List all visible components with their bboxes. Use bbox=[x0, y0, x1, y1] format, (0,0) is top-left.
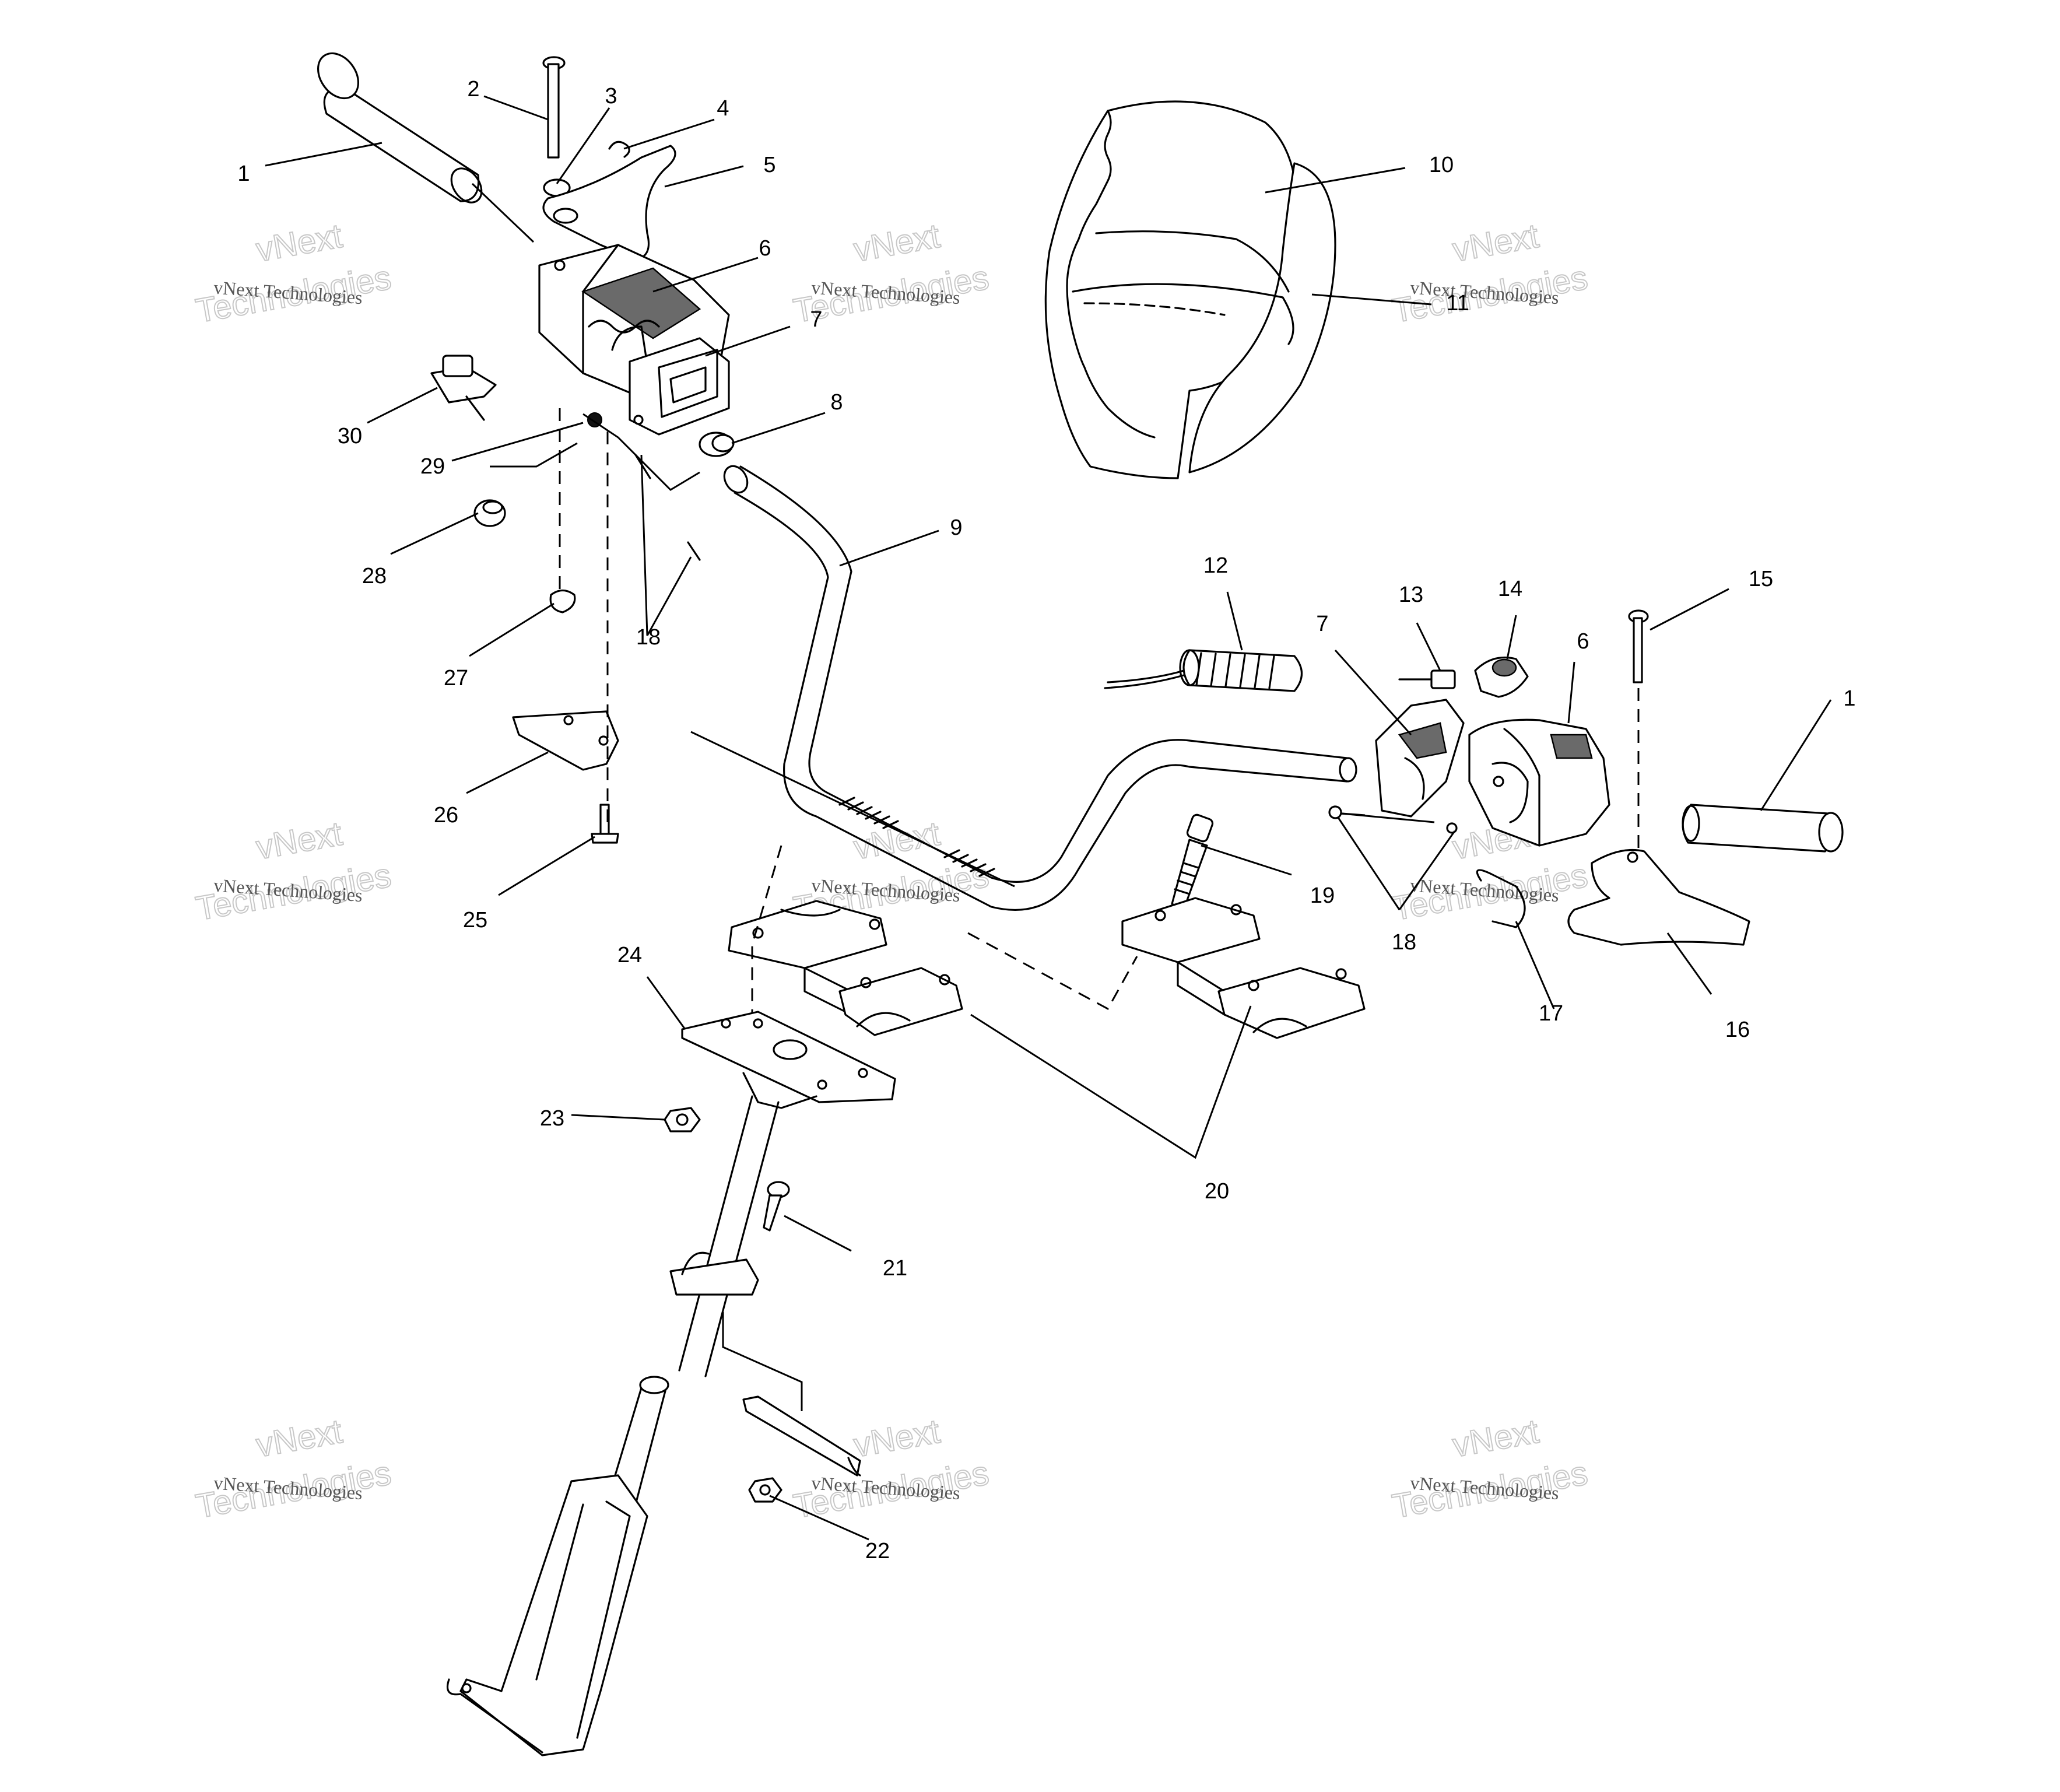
callout-22: 22 bbox=[865, 1539, 890, 1563]
part-pivot-pin bbox=[1628, 609, 1649, 683]
watermark-top: vNext bbox=[851, 1412, 942, 1465]
part-clamp-upper-left bbox=[728, 900, 963, 1036]
part-switch-block-right bbox=[1375, 699, 1465, 818]
watermark: Technologies vNext vNext Technologies bbox=[192, 216, 395, 331]
alignment-line bbox=[722, 1312, 803, 1411]
alignment-dashed bbox=[967, 932, 1138, 1011]
callout-26: 26 bbox=[434, 803, 458, 827]
callout-24: 24 bbox=[617, 943, 642, 967]
part-screw-steering bbox=[763, 1181, 790, 1232]
callout-25: 25 bbox=[463, 908, 487, 932]
part-handlebar-pad bbox=[1044, 100, 1336, 479]
leader-lines bbox=[265, 95, 1832, 1541]
watermark-top: vNext bbox=[253, 815, 345, 867]
callout-23: 23 bbox=[540, 1106, 564, 1131]
callout-28: 28 bbox=[362, 564, 387, 588]
callout-10: 10 bbox=[1429, 153, 1454, 177]
callout-20: 20 bbox=[1205, 1179, 1229, 1204]
part-switch-cap bbox=[1474, 656, 1529, 698]
part-grip-right bbox=[1682, 804, 1844, 853]
callout-18: 18 bbox=[1392, 930, 1416, 955]
callout-6-right: 6 bbox=[1577, 629, 1589, 654]
alignment-line bbox=[471, 183, 535, 243]
callout-7: 7 bbox=[810, 307, 822, 332]
part-plug bbox=[473, 499, 506, 527]
callout-15: 15 bbox=[1749, 567, 1773, 591]
watermark-top: vNext bbox=[851, 217, 942, 269]
callout-1-right: 1 bbox=[1843, 686, 1855, 711]
callout-19: 19 bbox=[1310, 883, 1335, 908]
part-nut bbox=[664, 1107, 701, 1132]
watermark-top: vNext bbox=[253, 1412, 345, 1465]
part-cable-clip bbox=[1476, 869, 1526, 928]
watermark-top: vNext bbox=[1450, 1412, 1541, 1465]
part-end-plug bbox=[699, 432, 735, 457]
callout-1: 1 bbox=[237, 162, 250, 186]
part-screw bbox=[591, 804, 619, 844]
part-clamp-bolt bbox=[1171, 813, 1214, 911]
callout-labels: 1 2 3 4 5 6 7 8 9 10 11 12 13 14 15 16 1… bbox=[237, 77, 1855, 1563]
callout-4: 4 bbox=[717, 96, 729, 121]
part-e-clip bbox=[608, 141, 630, 158]
watermark: Technologies vNext vNext Technologies bbox=[1389, 1412, 1591, 1526]
part-nut-lower bbox=[748, 1477, 782, 1503]
part-pin bbox=[542, 56, 566, 159]
callout-5: 5 bbox=[763, 153, 775, 177]
part-screws-left bbox=[634, 454, 701, 561]
callout-9: 9 bbox=[950, 515, 962, 540]
part-grip-left bbox=[317, 52, 483, 204]
callout-27: 27 bbox=[444, 666, 468, 690]
callout-7-right: 7 bbox=[1316, 612, 1328, 636]
callout-21: 21 bbox=[883, 1256, 907, 1281]
watermark-layer: Technologies vNext vNext Technologies Te… bbox=[192, 216, 1591, 1526]
part-throttle-lever-left bbox=[542, 145, 676, 261]
alignment-line bbox=[582, 413, 700, 491]
part-steering-post bbox=[446, 1095, 780, 1756]
alignment-line bbox=[1340, 812, 1435, 823]
callout-14: 14 bbox=[1498, 577, 1522, 601]
callout-6: 6 bbox=[759, 236, 771, 261]
part-connector bbox=[1398, 669, 1456, 689]
part-lower-bracket bbox=[742, 1395, 861, 1477]
part-throttle-lever-right bbox=[1567, 849, 1750, 946]
part-kill-switch bbox=[430, 355, 497, 421]
callout-18-left: 18 bbox=[636, 625, 661, 650]
watermark: Technologies vNext vNext Technologies bbox=[192, 814, 395, 928]
callout-2: 2 bbox=[467, 77, 479, 101]
callout-17: 17 bbox=[1539, 1001, 1563, 1026]
watermark: Technologies vNext vNext Technologies bbox=[192, 1412, 395, 1526]
watermark-top: vNext bbox=[253, 217, 345, 269]
part-housing-right bbox=[1468, 718, 1610, 847]
callout-8: 8 bbox=[830, 390, 843, 415]
callout-3: 3 bbox=[605, 84, 617, 108]
part-lever-pivot bbox=[1627, 851, 1638, 863]
callout-11: 11 bbox=[1446, 291, 1469, 315]
part-mount-plate bbox=[681, 1011, 896, 1109]
callout-16: 16 bbox=[1725, 1018, 1750, 1042]
part-cover-plate bbox=[512, 710, 619, 771]
watermark-top: vNext bbox=[1450, 217, 1541, 269]
alignment-line bbox=[690, 731, 1015, 888]
part-clamp-upper-right bbox=[1121, 897, 1366, 1039]
callout-12: 12 bbox=[1203, 553, 1228, 578]
callout-13: 13 bbox=[1399, 583, 1423, 607]
watermark: Technologies vNext vNext Technologies bbox=[1389, 216, 1591, 331]
part-retaining-clip bbox=[549, 589, 576, 613]
part-heater-element bbox=[1104, 649, 1303, 692]
part-switch-block-left bbox=[629, 337, 730, 436]
watermark: Technologies vNext vNext Technologies bbox=[790, 1412, 992, 1526]
callout-29: 29 bbox=[420, 454, 445, 479]
callout-30: 30 bbox=[338, 424, 362, 448]
